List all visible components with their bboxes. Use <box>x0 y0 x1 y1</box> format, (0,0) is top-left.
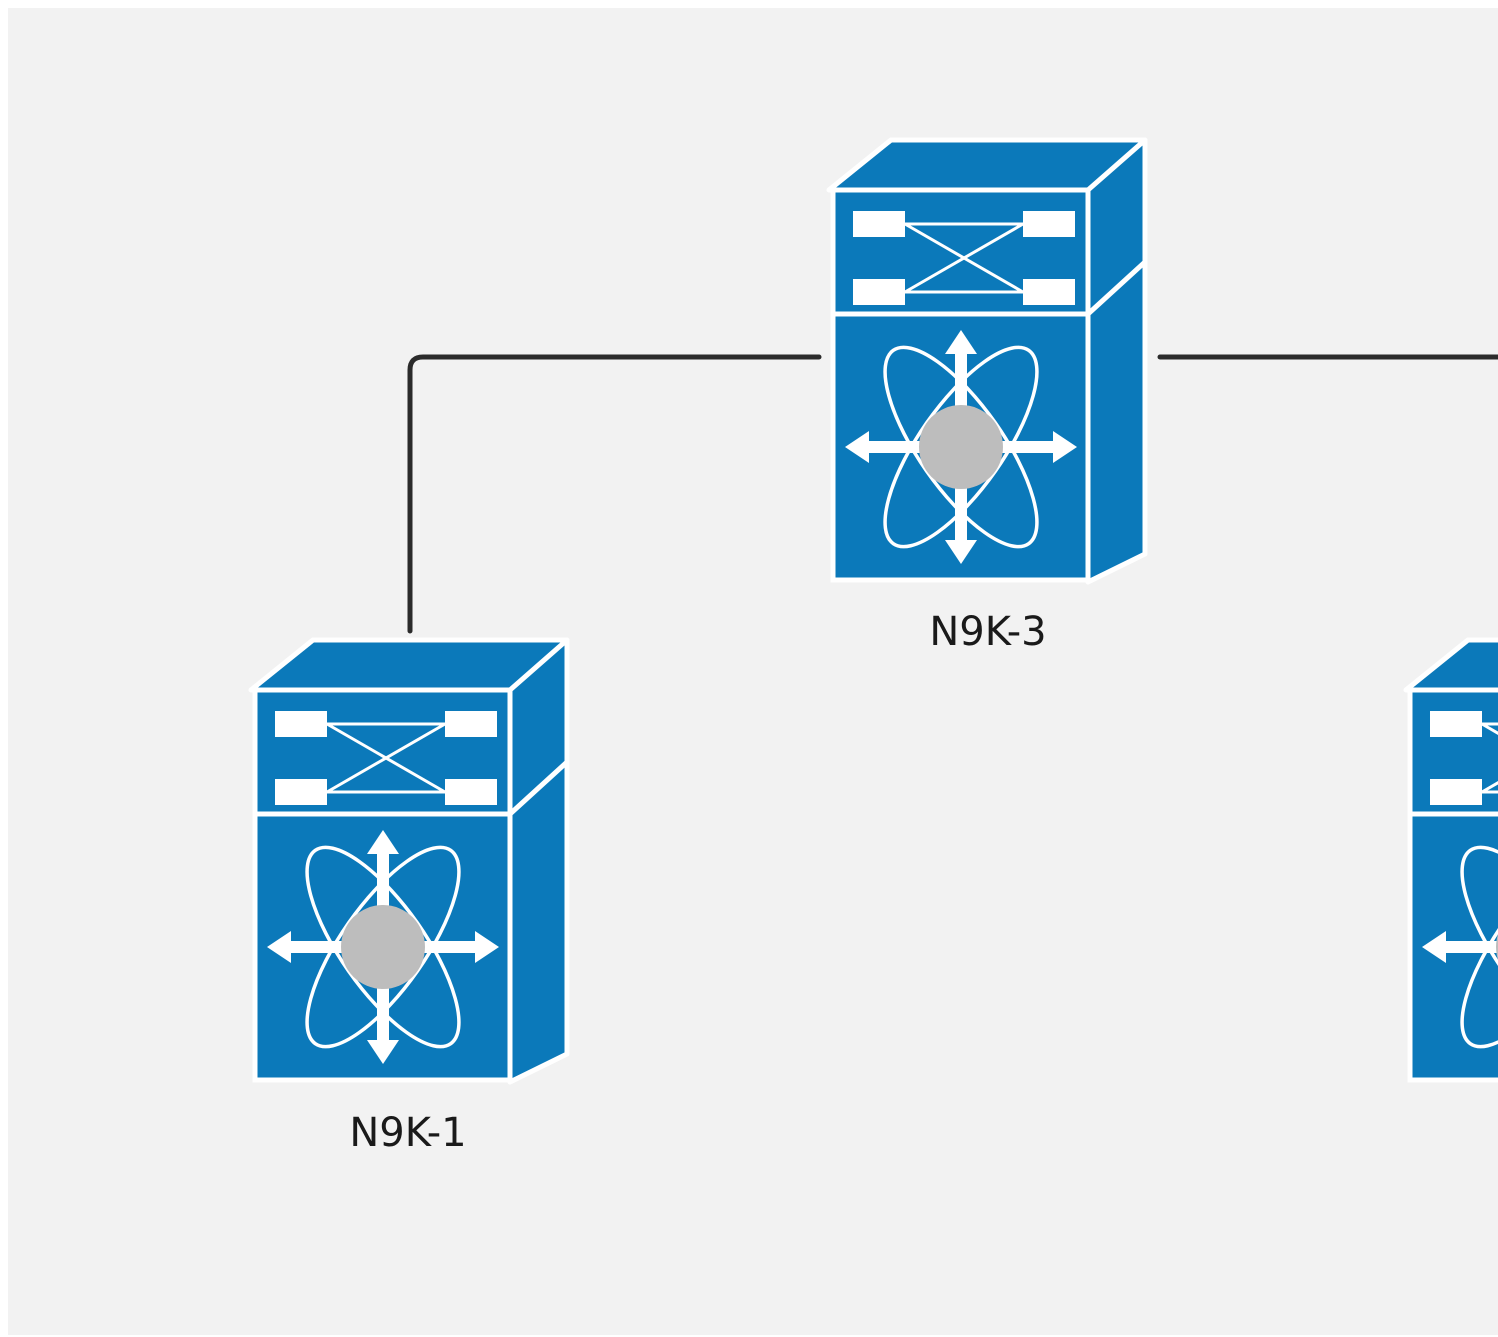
link-n9k1-n9k3[interactable] <box>407 354 822 634</box>
diagram-canvas: N9K-3 N9K-1 <box>8 8 1498 1335</box>
nexus-switch-icon <box>1406 640 1498 1082</box>
network-diagram: N9K-3 N9K-1 <box>8 8 1498 1156</box>
node-label-n9k-1: N9K-1 <box>349 1110 466 1156</box>
nexus-switch-icon <box>829 140 1145 582</box>
nexus-switch-icon <box>251 640 567 1082</box>
node-label-n9k-3: N9K-3 <box>929 609 1046 655</box>
node-n9k-partial[interactable] <box>1406 640 1498 1082</box>
node-n9k-3[interactable]: N9K-3 <box>829 140 1145 655</box>
node-n9k-1[interactable]: N9K-1 <box>251 640 567 1156</box>
